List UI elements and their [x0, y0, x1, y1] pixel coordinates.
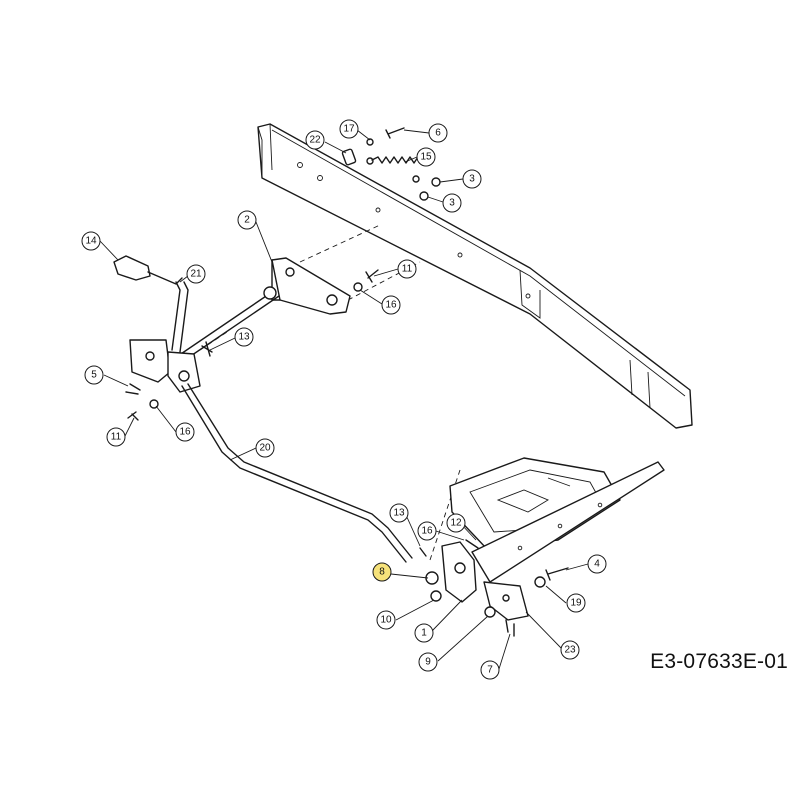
callout-label: 1	[421, 628, 427, 639]
callout-label: 19	[570, 598, 582, 609]
spacer	[534, 576, 546, 588]
lift-rod	[171, 281, 189, 353]
callout-label: 16	[421, 526, 433, 537]
callout-13[interactable]: 13	[234, 327, 254, 347]
callout-label: 3	[449, 198, 455, 209]
callout-11[interactable]: 11	[106, 427, 126, 447]
callout-7[interactable]: 7	[480, 660, 500, 680]
callout-16[interactable]: 16	[175, 422, 195, 442]
callout-6[interactable]: 6	[428, 123, 448, 143]
bolt	[385, 127, 405, 139]
nut	[431, 177, 441, 187]
callout-label: 15	[420, 152, 432, 163]
nut	[419, 191, 429, 201]
callout-19[interactable]: 19	[566, 593, 586, 613]
callout-21[interactable]: 21	[186, 264, 206, 284]
callout-label: 11	[111, 432, 122, 443]
callout-label: 6	[435, 128, 441, 139]
nut	[484, 606, 496, 618]
lift-arm	[271, 257, 351, 315]
hairpin-clip	[127, 411, 139, 421]
callout-22[interactable]: 22	[305, 130, 325, 150]
callout-3[interactable]: 3	[462, 169, 482, 189]
callout-9[interactable]: 9	[418, 652, 438, 672]
bolt	[545, 567, 569, 581]
callout-13[interactable]: 13	[389, 503, 409, 523]
callout-label: 22	[309, 135, 321, 146]
callout-15[interactable]: 15	[416, 147, 436, 167]
callout-10[interactable]: 10	[376, 610, 396, 630]
callout-20[interactable]: 20	[255, 438, 275, 458]
hairpin-clip	[365, 269, 379, 283]
callout-label: 20	[259, 443, 271, 454]
callout-label: 8	[379, 567, 385, 578]
callout-1[interactable]: 1	[414, 623, 434, 643]
clip	[201, 341, 213, 357]
callout-16[interactable]: 16	[381, 295, 401, 315]
lift-handle	[113, 255, 183, 285]
callout-label: 16	[179, 427, 191, 438]
callout-label: 9	[425, 657, 431, 668]
pivot-bracket	[129, 339, 201, 393]
callout-4[interactable]: 4	[587, 554, 607, 574]
callout-label: 12	[450, 518, 462, 529]
shaft-end	[263, 286, 277, 300]
drawing-code: E3-07633E-01	[650, 650, 788, 673]
clips	[419, 539, 479, 557]
deck-rail	[471, 461, 665, 583]
callout-16[interactable]: 16	[417, 521, 437, 541]
nut	[430, 590, 442, 602]
frame-rail	[257, 123, 693, 429]
callout-label: 5	[91, 370, 97, 381]
callout-8[interactable]: 8	[372, 562, 392, 582]
callout-12[interactable]: 12	[446, 513, 466, 533]
callout-23[interactable]: 23	[560, 640, 580, 660]
bolts	[505, 619, 515, 637]
callout-label: 11	[402, 264, 413, 275]
washer	[353, 282, 363, 292]
callout-label: 10	[380, 615, 392, 626]
lower-bracket	[441, 541, 529, 621]
callout-label: 4	[594, 559, 600, 570]
callout-label: 2	[244, 215, 250, 226]
callout-5[interactable]: 5	[84, 365, 104, 385]
callout-3[interactable]: 3	[442, 193, 462, 213]
callout-11[interactable]: 11	[397, 259, 417, 279]
bolts	[125, 383, 141, 395]
callout-label: 13	[393, 508, 405, 519]
control-rod	[181, 383, 413, 563]
small-pin	[366, 138, 374, 146]
alignment-lines	[199, 224, 461, 561]
callout-label: 23	[564, 645, 576, 656]
callout-2[interactable]: 2	[237, 210, 257, 230]
callout-17[interactable]: 17	[339, 119, 359, 139]
pin	[341, 148, 357, 166]
callout-label: 21	[190, 269, 202, 280]
callout-label: 7	[487, 665, 493, 676]
callout-label: 17	[343, 124, 355, 135]
callout-label: 16	[385, 300, 397, 311]
callout-label: 3	[469, 174, 475, 185]
callout-label: 14	[85, 236, 97, 247]
callout-14[interactable]: 14	[81, 231, 101, 251]
callout-label: 13	[238, 332, 250, 343]
